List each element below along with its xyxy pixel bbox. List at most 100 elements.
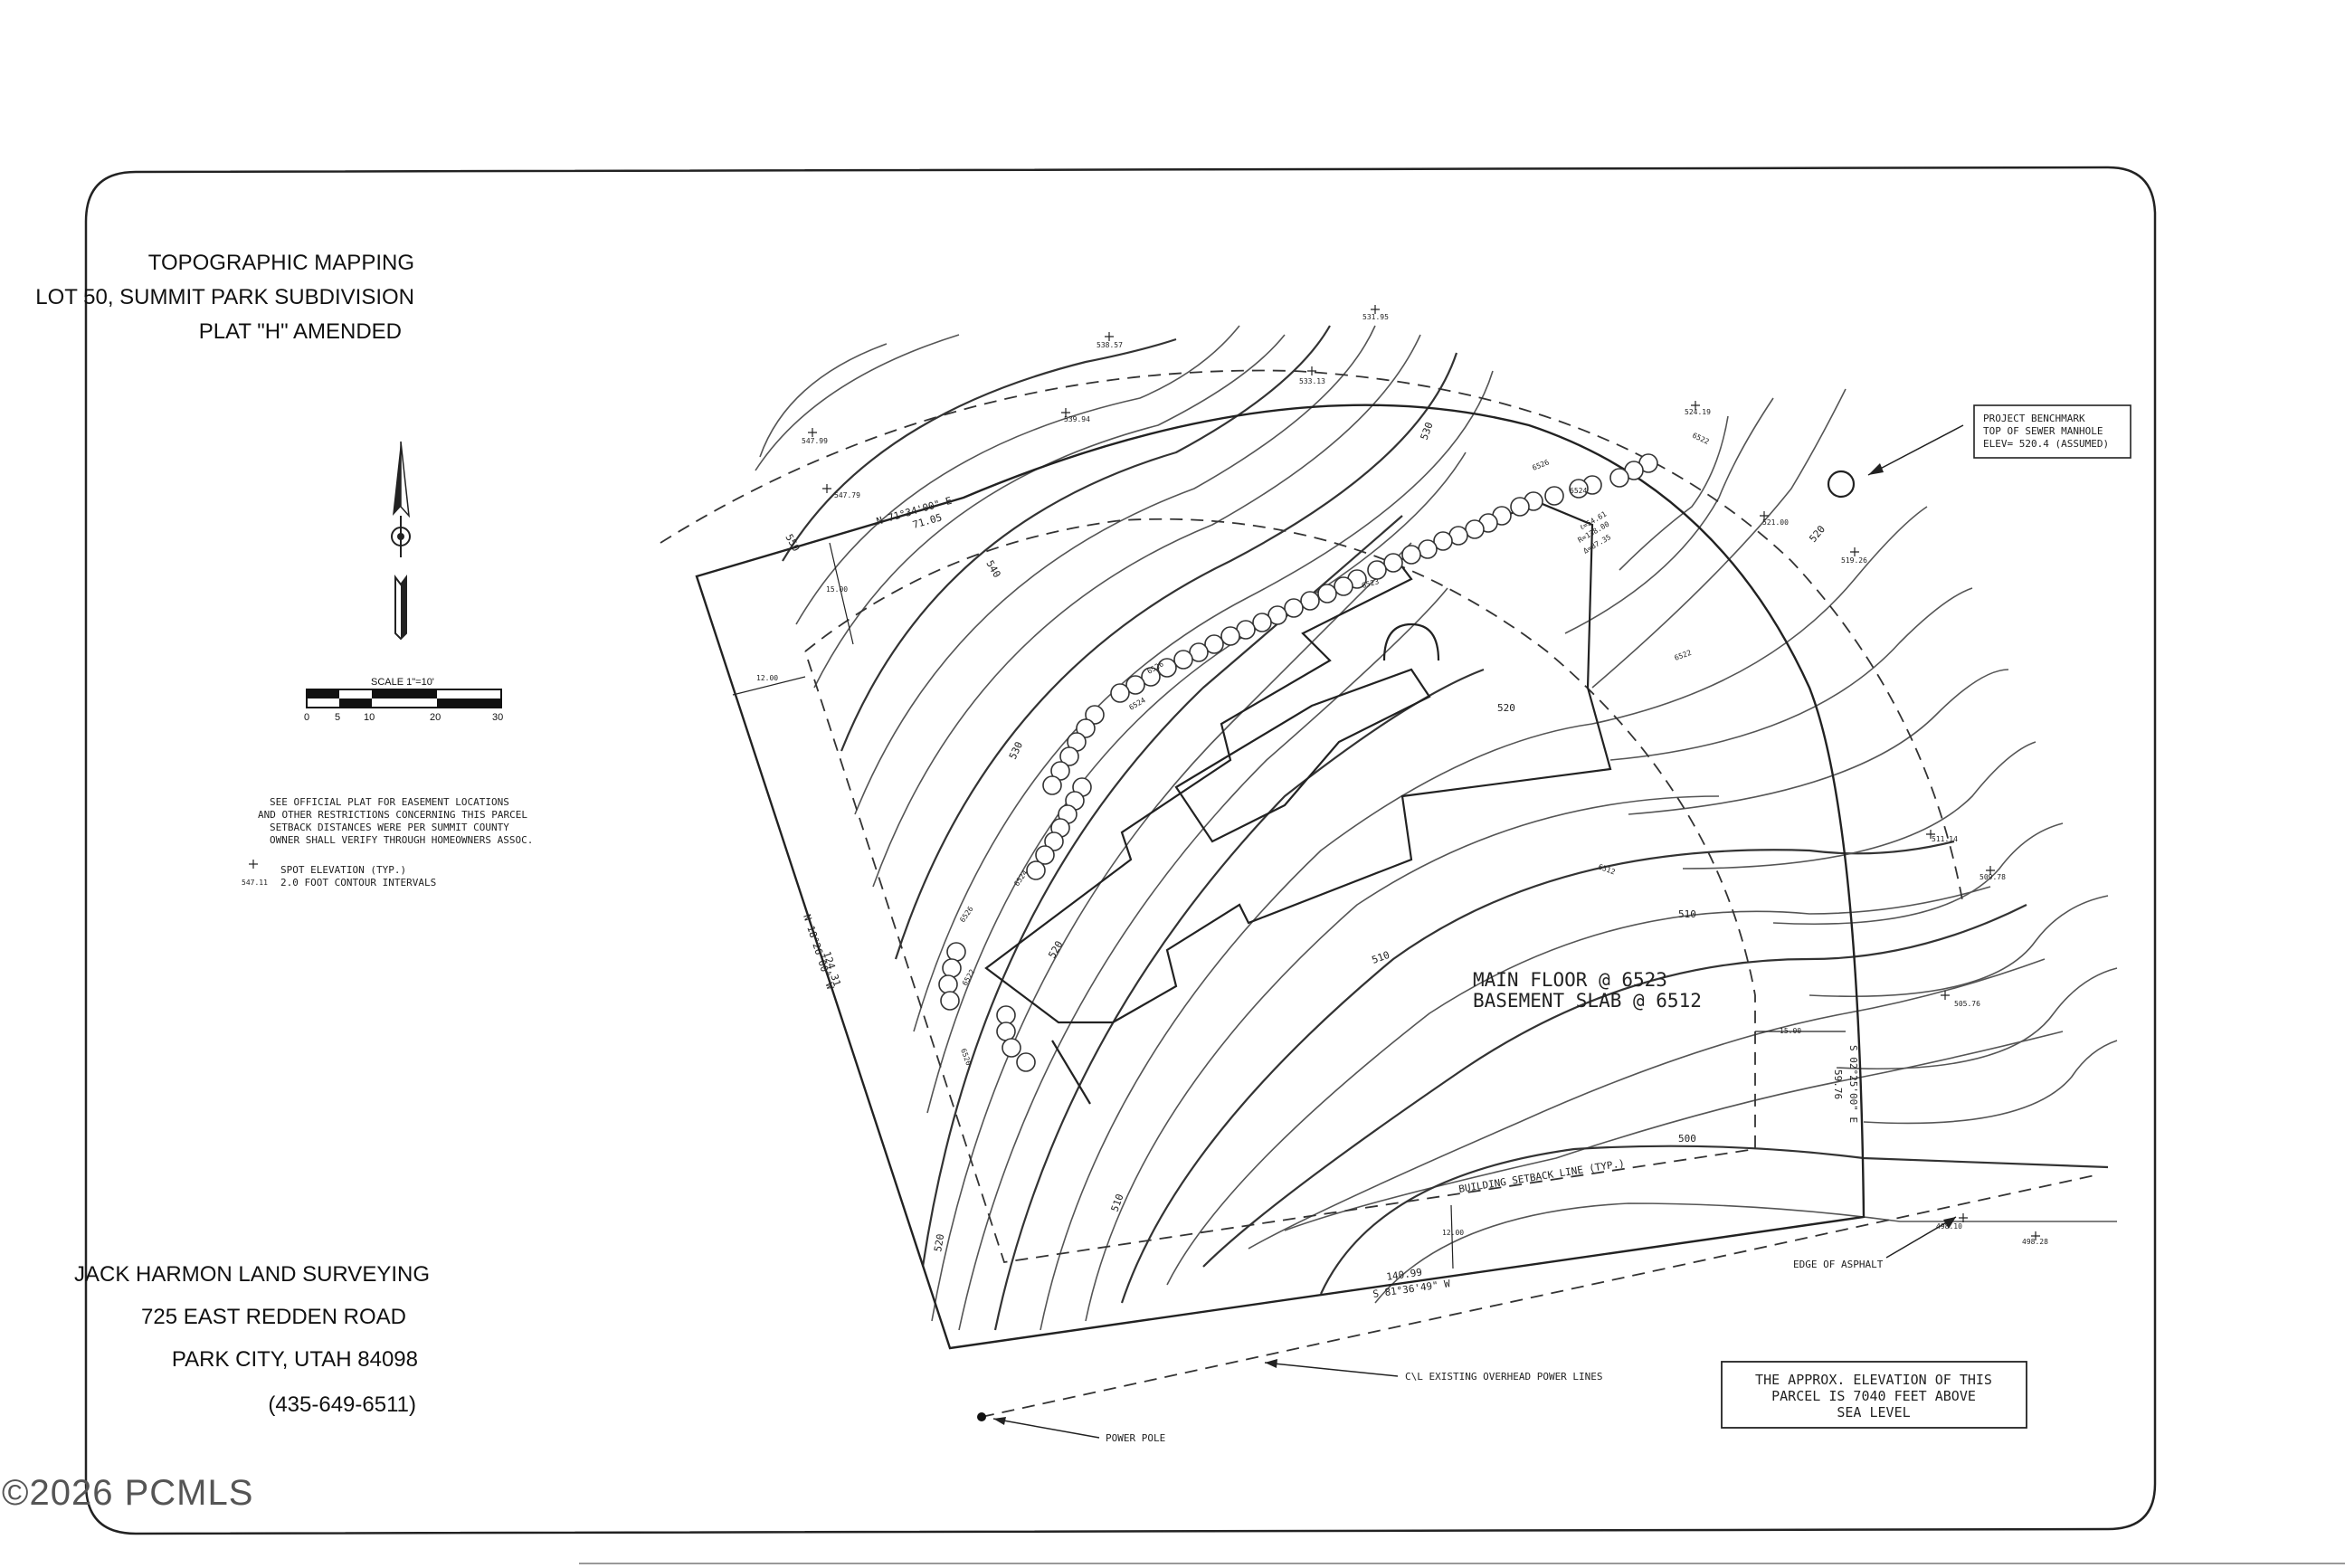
legend: 547.11 SPOT ELEVATION (TYP.) 2.0 FOOT CO… — [242, 860, 436, 889]
spot-cross-icon — [1307, 366, 1316, 375]
spot-cross-icon — [1691, 401, 1700, 410]
basement-slab-label: BASEMENT SLAB @ 6512 — [1473, 990, 1702, 1012]
floor-elevations: MAIN FLOOR @ 6523 BASEMENT SLAB @ 6512 — [1473, 969, 1702, 1012]
contour-label-530a: 530 — [1007, 740, 1025, 762]
scale-tick-30: 30 — [492, 712, 503, 723]
dimension-15-north: 15.00 — [826, 585, 848, 594]
tree-icon — [1044, 832, 1064, 851]
contour-label-510b: 510 — [1371, 949, 1391, 966]
tree-icon — [1002, 1038, 1021, 1058]
spot-cross-icon — [1959, 1213, 1968, 1222]
tree-icon — [1433, 531, 1453, 551]
spot-elevation-labels: 547.99 547.79 538.57 539.94 531.95 533.1… — [802, 313, 2048, 1246]
bearing-east: S 02°25'00" E — [1847, 1045, 1859, 1123]
spot-1: 547.99 — [802, 437, 828, 445]
title-line-1: TOPOGRAPHIC MAPPING — [148, 251, 414, 275]
power-lines-callout: C\L EXISTING OVERHEAD POWER LINES — [1405, 1371, 1603, 1383]
tree-icon — [1465, 519, 1485, 539]
contour-label-510c: 510 — [1678, 908, 1696, 920]
spot-2: 547.79 — [834, 491, 860, 499]
tree-icon — [1609, 468, 1629, 488]
contour-label-6522b: 6522 — [1674, 649, 1693, 662]
contour-label-6526a: 6526 — [1531, 458, 1550, 472]
tree-icon — [942, 958, 962, 978]
scale-label: SCALE 1"=10' — [371, 677, 434, 688]
spot-11: 509.78 — [1979, 873, 2006, 881]
general-notes: SEE OFFICIAL PLAT FOR EASEMENT LOCATIONS… — [258, 796, 533, 846]
tree-icon — [1173, 650, 1193, 670]
dimension-12-west: 12.00 — [756, 674, 778, 682]
tree-icon — [1042, 775, 1062, 795]
tree-icon — [938, 974, 958, 994]
surveyor-block: JACK HARMON LAND SURVEYING 725 EAST REDD… — [74, 1262, 430, 1417]
outer-curve-dashed — [660, 369, 1964, 906]
tree-icon — [1544, 486, 1564, 506]
contour-label-520a: 520 — [1046, 939, 1065, 961]
contour-label-520c: 520 — [1497, 702, 1515, 714]
spot-3: 538.57 — [1097, 341, 1123, 349]
spot-10: 511.14 — [1932, 835, 1958, 843]
surveyor-city: PARK CITY, UTAH 84098 — [172, 1347, 418, 1372]
tree-icon — [1569, 479, 1589, 499]
spot-cross-icon — [1105, 332, 1114, 341]
elevation-note-line-3: SEA LEVEL — [1837, 1404, 1910, 1421]
surveyor-phone: (435-649-6511) — [268, 1392, 416, 1417]
setback-dimensions: 15.00 12.00 15.00 12.00 — [732, 542, 1846, 1269]
benchmark-line-3: ELEV= 520.4 (ASSUMED) — [1983, 438, 2109, 450]
sheet-border — [84, 166, 2157, 1535]
elevation-note: THE APPROX. ELEVATION OF THIS PARCEL IS … — [1721, 1361, 2027, 1429]
contour-lines — [755, 325, 2118, 1331]
dimension-12-south: 12.00 — [1442, 1229, 1464, 1237]
title-line-3: PLAT "H" AMENDED — [199, 319, 402, 344]
sewer-manhole-icon — [1827, 470, 1856, 499]
contour-label-500: 500 — [1678, 1133, 1696, 1145]
note-line-4: OWNER SHALL VERIFY THROUGH HOMEOWNERS AS… — [270, 834, 533, 846]
tree-icon — [1204, 634, 1224, 654]
tree-icon — [1334, 576, 1353, 596]
tree-icon — [1418, 539, 1438, 559]
watermark: ©2026 PCMLS — [2, 1473, 254, 1513]
legend-spot-label: SPOT ELEVATION (TYP.) — [280, 864, 406, 876]
note-line-2: AND OTHER RESTRICTIONS CONCERNING THIS P… — [258, 809, 527, 821]
contour-label-6524a: 6524 — [1570, 487, 1587, 495]
tree-icon — [1125, 675, 1145, 695]
main-floor-label: MAIN FLOOR @ 6523 — [1473, 969, 1667, 991]
spot-cross-icon — [1371, 305, 1380, 314]
title-line-2: LOT 50, SUMMIT PARK SUBDIVISION — [35, 285, 414, 309]
scale-tick-0: 0 — [304, 712, 309, 723]
house-footprint — [984, 500, 1612, 1024]
tree-icon — [1026, 860, 1046, 880]
spot-9: 519.26 — [1841, 556, 1867, 565]
power-line-dashed — [981, 1174, 2100, 1418]
bearing-east-distance: 59.76 — [1832, 1069, 1844, 1099]
tree-icon — [1220, 626, 1240, 646]
tree-icon — [1076, 718, 1096, 738]
contour-label-6524b: 6524 — [1128, 696, 1147, 712]
scale-tick-10: 10 — [364, 712, 375, 723]
spot-elevations — [808, 305, 2040, 1240]
spot-12: 505.76 — [1954, 1000, 1980, 1008]
spot-cross-icon — [822, 484, 831, 493]
scale-tick-20: 20 — [430, 712, 441, 723]
contour-labels: 550 540 530 530 520 520 520 520 510 510 … — [783, 421, 1828, 1253]
legend-spot-value: 547.11 — [242, 879, 268, 887]
tree-icon — [1383, 553, 1403, 573]
spot-4: 539.94 — [1064, 415, 1090, 423]
spot-cross-icon — [1941, 991, 1950, 1000]
tree-icon — [1300, 591, 1320, 611]
spot-6: 533.13 — [1299, 377, 1325, 385]
tree-icon — [1157, 658, 1177, 678]
contour-label-6522a: 6522 — [1691, 432, 1710, 446]
power-pole-icon — [977, 1412, 986, 1421]
tree-icon — [1510, 497, 1530, 517]
setback-callout: BUILDING SETBACK LINE (TYP.) — [1457, 1157, 1625, 1195]
tree-icon — [1110, 683, 1130, 703]
tree-icon — [1252, 613, 1272, 632]
spot-cross-icon — [808, 428, 817, 437]
tree-icon — [996, 1022, 1016, 1041]
house-inner-outline — [1174, 668, 1431, 843]
tree-icon — [1059, 746, 1079, 766]
spot-cross-icon — [1760, 511, 1769, 520]
spot-13: 498.10 — [1936, 1222, 1962, 1231]
